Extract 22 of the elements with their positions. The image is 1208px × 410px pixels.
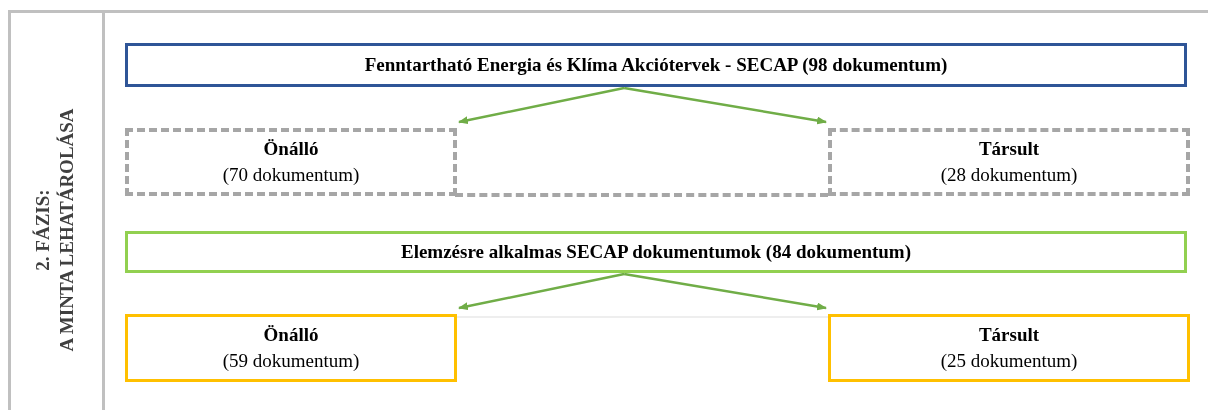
phase-label: 2. FÁZIS: <box>31 189 54 271</box>
box-count: (28 dokumentum) <box>940 163 1078 187</box>
arrow <box>458 272 625 311</box>
phase-label: A MINTA LEHATÁROLÁSA <box>55 108 78 352</box>
category-box <box>828 314 1190 382</box>
box-count: (25 dokumentum) <box>940 349 1078 373</box>
box-title: Fenntartható Energia és Klíma Akciótervek - SECAP (98 dokumentum) <box>364 53 948 77</box>
box-title: Társult <box>978 137 1040 161</box>
arrow <box>623 86 827 125</box>
box-title: Önálló <box>263 323 319 347</box>
box-title: Önálló <box>263 137 319 161</box>
arrow <box>458 86 625 125</box>
category-box <box>125 128 457 196</box>
box-title: Elemzésre alkalmas SECAP dokumentumok (84 dokumentum) <box>400 240 912 264</box>
box-title: Társult <box>978 323 1040 347</box>
category-box <box>125 314 457 382</box>
box-count: (70 dokumentum) <box>222 163 360 187</box>
category-box <box>828 128 1190 196</box>
summary-box <box>125 231 1187 273</box>
title-box <box>125 43 1187 87</box>
arrow <box>623 272 827 311</box>
box-count: (59 dokumentum) <box>222 349 360 373</box>
